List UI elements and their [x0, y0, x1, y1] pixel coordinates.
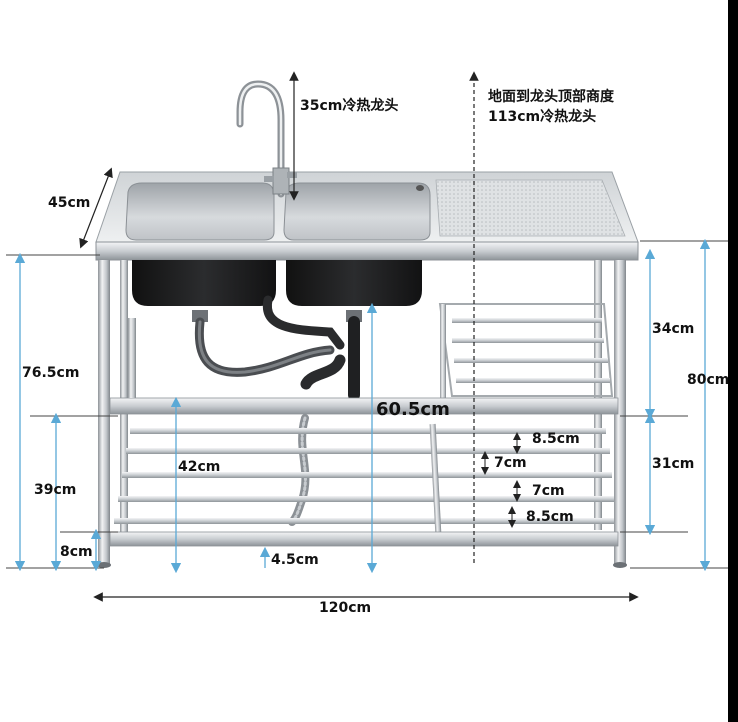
side-rail — [128, 318, 136, 398]
right-lower-label: 31cm — [652, 456, 695, 472]
right-upper-label: 34cm — [652, 321, 695, 337]
depth-label: 45cm — [48, 195, 91, 211]
mid-width-label: 60.5cm — [376, 399, 450, 420]
drainboard — [435, 179, 626, 237]
leg-front-right — [614, 260, 626, 564]
mid-lower-label: 42cm — [178, 459, 221, 475]
faucet — [236, 80, 297, 198]
foot-left — [97, 562, 111, 568]
shelf-gap-3-label: 7cm — [532, 483, 565, 499]
foot-right — [613, 562, 627, 568]
sink-unit — [95, 80, 639, 568]
left-height-label: 76.5cm — [22, 365, 80, 381]
right-total-label: 80cm — [687, 372, 730, 388]
middle-crossbar — [109, 397, 619, 415]
faucet-height-label: 35cm冷热龙头 — [300, 98, 399, 114]
right-basin — [286, 260, 422, 306]
shelf-gap-1-label: 8.5cm — [532, 431, 580, 447]
left-foot-label: 8cm — [60, 544, 93, 560]
drain-pipes — [192, 295, 362, 526]
left-basin — [132, 260, 276, 306]
floor-to-faucet-label-line1: 地面到龙头顶部商度 — [488, 89, 614, 105]
total-width-label: 120cm — [319, 600, 372, 616]
floor-to-faucet-label-line2: 113cm冷热龙头 — [488, 109, 597, 125]
overflow-hole — [416, 185, 424, 191]
bottom-gap-label: 4.5cm — [271, 552, 319, 568]
left-lower-label: 39cm — [34, 482, 77, 498]
right-bowl — [283, 182, 431, 241]
leg-front-left — [98, 260, 110, 564]
bottom-crossbar — [109, 531, 619, 547]
shelf-gap-2-label: 7cm — [494, 455, 527, 471]
dimension-lines — [6, 71, 730, 602]
black-edge-strip — [728, 0, 738, 722]
shelf-gap-4-label: 8.5cm — [526, 509, 574, 525]
upper-shelf — [438, 303, 614, 398]
countertop-front — [95, 241, 639, 261]
left-bowl — [125, 182, 275, 241]
